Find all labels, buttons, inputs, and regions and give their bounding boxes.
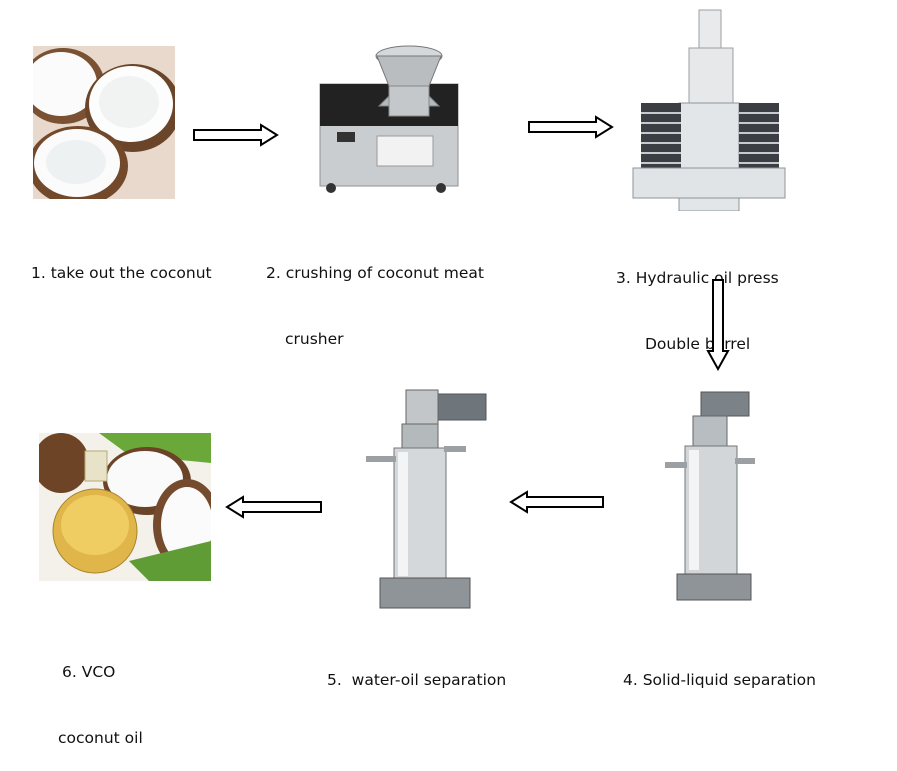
coconut-halves-image <box>33 46 175 199</box>
arrow-step3-to-step4 <box>706 279 730 371</box>
step-6-caption: 6. VCO coconut oil <box>58 617 143 771</box>
arrow-step1-to-step2 <box>193 123 279 147</box>
step-6-sublabel: coconut oil <box>58 729 143 747</box>
arrow-step4-to-step5 <box>509 490 605 514</box>
step-6-label: 6. VCO <box>62 663 116 681</box>
coconut-crusher-image <box>317 36 462 196</box>
arrow-step5-to-step6 <box>225 495 323 519</box>
step-1-label: 1. take out the coconut <box>31 264 212 282</box>
hydraulic-oil-press-image <box>631 8 787 211</box>
step-3-label: 3. Hydraulic oil press <box>616 269 779 287</box>
step-2-label: 2. crushing of coconut meat <box>266 264 484 282</box>
step-5-label: 5. water-oil separation <box>327 671 507 689</box>
step-3-caption: 3. Hydraulic oil press Double barrel <box>616 223 779 377</box>
coconut-oil-image <box>39 433 211 581</box>
water-oil-separator-image <box>360 388 488 613</box>
arrow-step2-to-step3 <box>528 115 614 139</box>
step-2-caption: 2. crushing of coconut meat crusher <box>266 218 484 372</box>
step-4-label: 4. Solid-liquid separation <box>623 671 816 689</box>
step-4-caption: 4. Solid-liquid separation <box>623 625 816 713</box>
step-3-sublabel: Double barrel <box>645 335 751 353</box>
solid-liquid-separator-image <box>663 388 757 605</box>
step-5-caption: 5. water-oil separation <box>327 625 506 713</box>
step-2-sublabel: crusher <box>285 330 344 348</box>
step-1-caption: 1. take out the coconut <box>31 218 212 306</box>
